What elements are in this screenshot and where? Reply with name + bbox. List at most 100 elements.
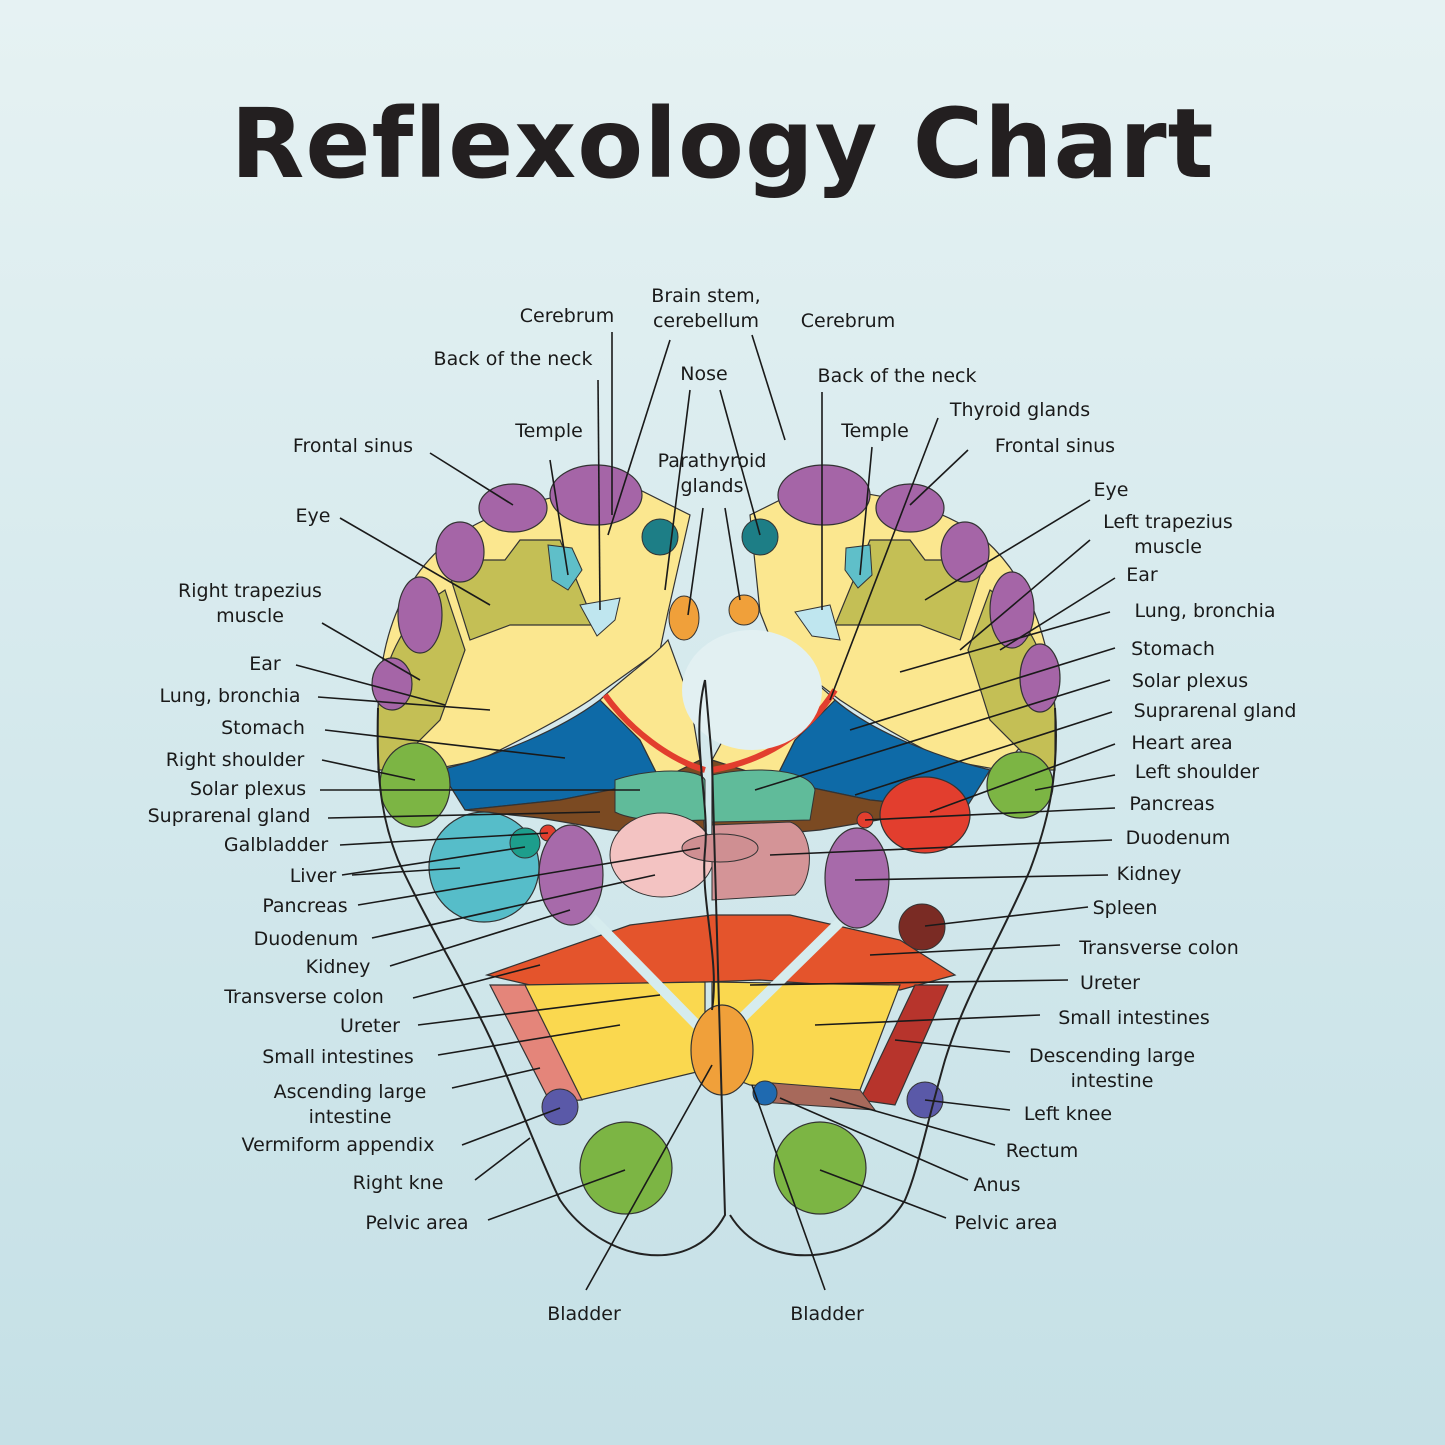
- label-right-shoulder: Right shoulder: [166, 749, 305, 771]
- label-liver: Liver: [290, 865, 337, 887]
- label-kidney-left: Kidney: [1117, 863, 1182, 885]
- toe-3-right: [435, 521, 485, 583]
- transverse-colon-zone: [484, 914, 957, 991]
- right-foot-toes: [371, 464, 643, 711]
- label-left-trapezius: Left trapezius: [1103, 511, 1233, 533]
- label-ear-right: Ear: [249, 653, 281, 675]
- label-duodenum-left: Duodenum: [1126, 827, 1231, 849]
- label-solar-plexus-right: Solar plexus: [190, 778, 306, 800]
- pancreas-core: [681, 833, 759, 863]
- thyroid-arch-right: [602, 693, 706, 773]
- label-transverse-colon-right: Transverse colon: [223, 986, 384, 1008]
- label-frontal-sinus-left: Frontal sinus: [995, 435, 1115, 457]
- pelvic-area-right: [579, 1121, 673, 1215]
- label-eye-right: Eye: [296, 505, 331, 527]
- descending-colon-zone: [859, 984, 949, 1106]
- toe-2-left: [875, 483, 945, 533]
- label-nose: Nose: [680, 363, 727, 385]
- label-left-trapezius-muscle: muscle: [1134, 536, 1202, 558]
- label-small-intestines-left: Small intestines: [1058, 1007, 1210, 1029]
- label-cerebellum: cerebellum: [653, 310, 759, 332]
- label-ureter-right: Ureter: [340, 1015, 400, 1037]
- label-pelvic-area-left: Pelvic area: [954, 1212, 1057, 1234]
- temple-dot-left: [844, 544, 873, 589]
- ureter-right: [588, 914, 701, 1029]
- label-ear-left: Ear: [1126, 564, 1158, 586]
- label-descending-large: Descending large: [1029, 1045, 1195, 1067]
- right-shoulder-zone: [379, 742, 451, 828]
- label-heart-area: Heart area: [1131, 732, 1232, 754]
- label-pancreas-left: Pancreas: [1129, 793, 1214, 815]
- label-parathyroid: Parathyroid: [658, 450, 767, 472]
- label-rectum: Rectum: [1006, 1140, 1078, 1162]
- ascending-colon-zone: [489, 984, 583, 1103]
- left-shoulder-zone: [986, 751, 1054, 819]
- label-vermiform-appendix: Vermiform appendix: [242, 1134, 435, 1156]
- label-bladder-left: Bladder: [790, 1303, 864, 1325]
- toe-big-right: [549, 464, 643, 526]
- toe-5-right: [371, 657, 413, 711]
- label-kidney-right: Kidney: [306, 956, 371, 978]
- label-galbladder: Galbladder: [224, 834, 328, 856]
- temple-dot-right: [547, 544, 583, 591]
- right-foot-outline: [376, 679, 727, 1257]
- label-suprarenal-right: Suprarenal gland: [148, 805, 311, 827]
- toe-3-left: [940, 521, 990, 583]
- toe-4-left: [989, 571, 1035, 649]
- label-spleen: Spleen: [1093, 897, 1158, 919]
- label-eye-left: Eye: [1094, 479, 1129, 501]
- label-ascending-large: Ascending large: [274, 1081, 427, 1103]
- left-foot-toes: [777, 464, 1061, 713]
- label-duodenum-right: Duodenum: [254, 928, 359, 950]
- kidney-right: [538, 824, 604, 926]
- label-ascending-intestine: intestine: [309, 1106, 392, 1128]
- spleen-zone: [898, 903, 946, 951]
- label-bladder-right: Bladder: [547, 1303, 621, 1325]
- label-right-knee: Right kne: [353, 1172, 444, 1194]
- brainstem-dot-right: [641, 518, 679, 556]
- back-neck-dot-right: [579, 597, 621, 637]
- label-lung-right: Lung, bronchia: [159, 685, 300, 707]
- toe-2-right: [478, 483, 548, 533]
- label-pelvic-area-right: Pelvic area: [365, 1212, 468, 1234]
- label-temple-right: Temple: [514, 420, 583, 442]
- label-right-trapezius-muscle: muscle: [216, 605, 284, 627]
- back-neck-dot-left: [794, 604, 841, 641]
- kidney-left: [824, 827, 890, 929]
- page-title: Reflexology Chart: [230, 88, 1215, 200]
- toe-big-left: [777, 464, 871, 526]
- label-pancreas-right: Pancreas: [262, 895, 347, 917]
- parathyroid-right: [668, 595, 700, 641]
- label-anus: Anus: [974, 1174, 1021, 1196]
- leader-lines: [295, 332, 1116, 1291]
- central-sole-gap: [682, 630, 822, 750]
- toe-4-right: [397, 576, 443, 654]
- label-cerebrum-left: Cerebrum: [801, 310, 895, 332]
- label-stomach-left: Stomach: [1131, 638, 1215, 660]
- ureter-left: [736, 918, 844, 1024]
- anus-dot: [752, 1080, 778, 1106]
- stomach-zone-left: [711, 769, 816, 823]
- label-left-knee: Left knee: [1024, 1103, 1112, 1125]
- label-small-intestines-right: Small intestines: [262, 1046, 414, 1068]
- label-transverse-colon-left: Transverse colon: [1078, 937, 1239, 959]
- label-ureter-left: Ureter: [1080, 972, 1140, 994]
- label-parathyroid-glands: glands: [681, 475, 744, 497]
- right-knee-zone: [541, 1088, 579, 1126]
- label-solar-plexus-left: Solar plexus: [1132, 670, 1248, 692]
- labels: Brain stem, cerebellum Cerebrum Cerebrum…: [148, 285, 1297, 1325]
- label-back-neck-right: Back of the neck: [434, 348, 593, 370]
- left-foot-outline: [729, 707, 1057, 1257]
- label-back-neck-left: Back of the neck: [818, 365, 977, 387]
- label-right-trapezius: Right trapezius: [178, 580, 322, 602]
- pelvic-area-left: [773, 1121, 867, 1215]
- parathyroid-left: [728, 594, 760, 626]
- label-thyroid: Thyroid glands: [949, 399, 1090, 421]
- label-temple-left: Temple: [840, 420, 909, 442]
- gallbladder-zone: [509, 827, 541, 859]
- label-stomach-right: Stomach: [221, 717, 305, 739]
- label-cerebrum-right: Cerebrum: [520, 305, 614, 327]
- label-lung-left: Lung, bronchia: [1134, 600, 1275, 622]
- label-left-shoulder: Left shoulder: [1135, 761, 1259, 783]
